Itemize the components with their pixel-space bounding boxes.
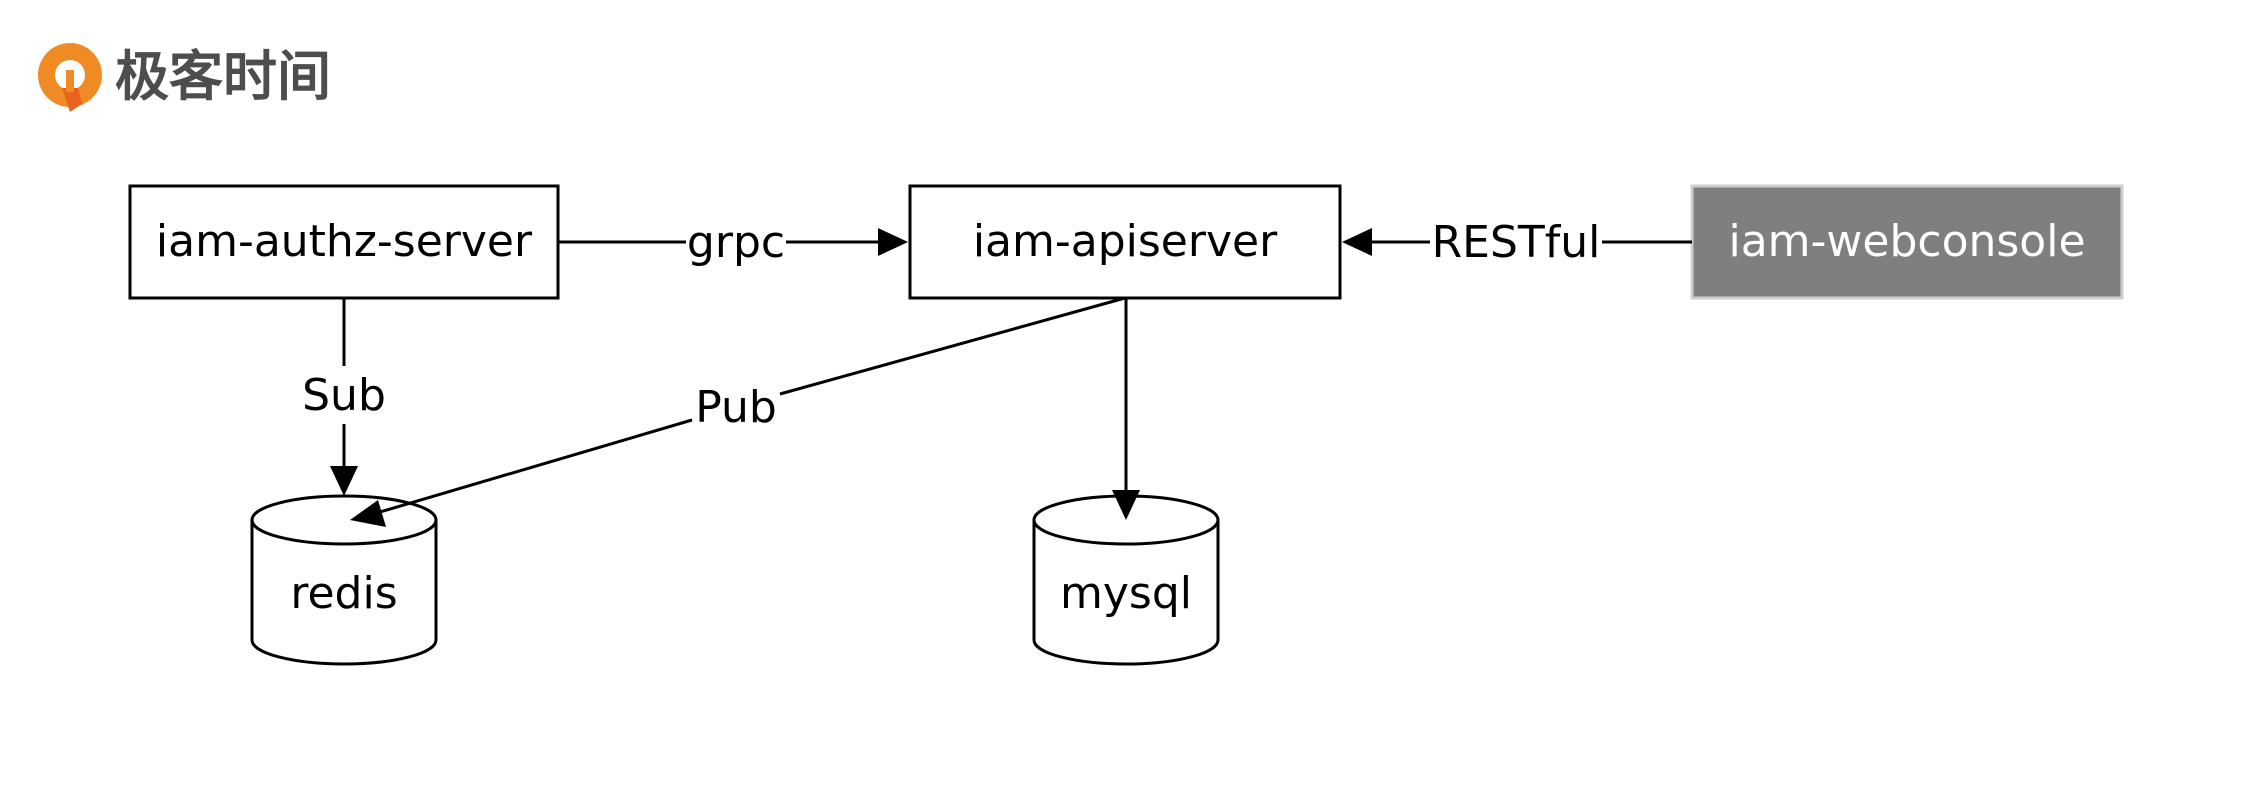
node-redis: redis: [250, 494, 438, 666]
edge-sub: Sub: [302, 298, 386, 496]
node-label-iam-webconsole: iam-webconsole: [1728, 216, 2085, 267]
edge-apiserver-mysql: [1112, 298, 1140, 520]
edge-label-restful: RESTful: [1432, 217, 1601, 268]
node-label-iam-apiserver: iam-apiserver: [973, 216, 1278, 267]
edge-label-pub: Pub: [695, 382, 777, 433]
edge-grpc: grpc: [558, 217, 908, 268]
brand-name: 极客时间: [115, 45, 331, 108]
arrowhead-grpc: [878, 228, 908, 256]
edge-label-sub: Sub: [302, 370, 386, 421]
arrowhead-restful: [1342, 228, 1372, 256]
edge-label-grpc: grpc: [687, 217, 785, 268]
node-iam-apiserver: iam-apiserver: [908, 184, 1342, 300]
arrowhead-mysql: [1112, 490, 1140, 520]
node-label-redis: redis: [290, 568, 397, 619]
node-iam-authz-server: iam-authz-server: [128, 184, 560, 300]
node-iam-webconsole: iam-webconsole: [1690, 184, 2124, 300]
node-mysql: mysql: [1032, 494, 1220, 666]
edge-restful: RESTful: [1342, 217, 1692, 268]
brand-logo: 极客时间: [38, 43, 331, 112]
arrowhead-sub: [330, 466, 358, 496]
edge-pub: Pub: [350, 296, 1126, 527]
node-label-mysql: mysql: [1060, 568, 1192, 619]
node-label-iam-authz-server: iam-authz-server: [156, 216, 533, 267]
geektime-logo-icon: [38, 43, 102, 112]
arrowhead-pub: [350, 500, 386, 527]
